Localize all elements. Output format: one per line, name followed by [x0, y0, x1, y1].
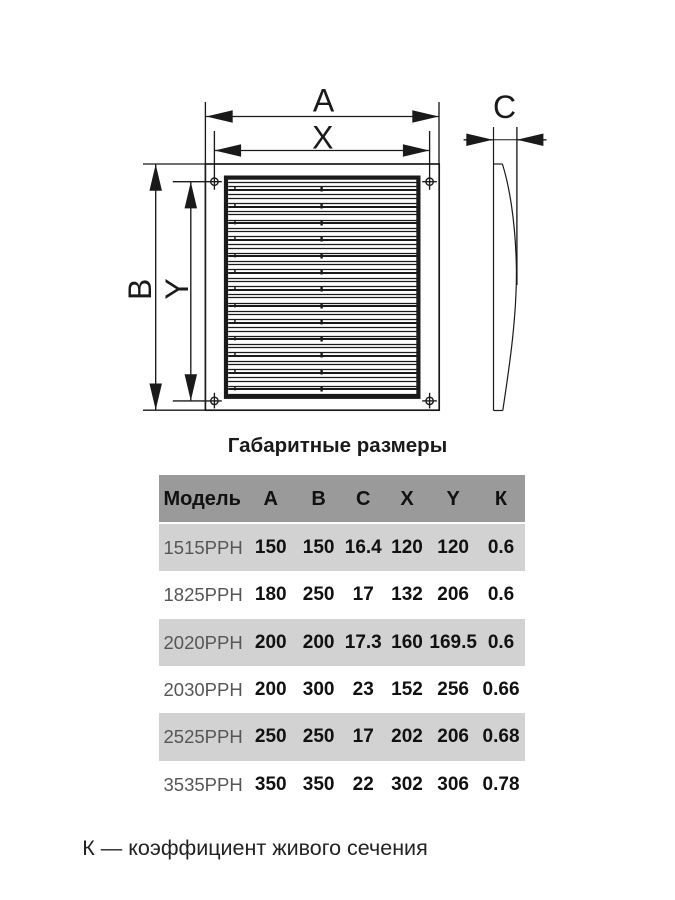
svg-text:C: C: [493, 89, 516, 125]
svg-text:X: X: [312, 120, 333, 156]
svg-text:Y: Y: [159, 278, 195, 299]
svg-text:B: B: [122, 279, 158, 300]
svg-text:A: A: [313, 83, 335, 119]
